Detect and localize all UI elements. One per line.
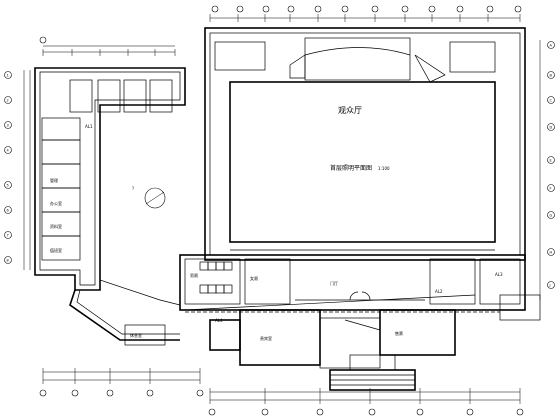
axis-label: 3 <box>7 124 9 128</box>
right-grid-axes <box>539 40 555 300</box>
axis-label: 7 <box>7 234 9 238</box>
room-label: 休息室 <box>130 332 142 338</box>
room-label: 值班室 <box>50 247 62 253</box>
room-labels: 管理 办公室 资料室 值班室 休息室 贵宾室 门厅 售票 男厕 女厕 <box>50 177 403 341</box>
panel-tag: AL1 <box>85 124 93 129</box>
axis-label: E <box>550 159 552 163</box>
left-axis-labels: 1 2 3 4 5 6 7 8 <box>7 74 10 263</box>
axis-label: J <box>549 284 551 288</box>
drawing-scale: 1:100 <box>378 166 390 171</box>
auditorium-block <box>204 27 526 261</box>
panel-tags: AL1 AL2 AL3 AL4 <box>85 124 503 323</box>
room-label: 售票 <box>395 330 403 336</box>
axis-label: 5 <box>7 184 9 188</box>
axis-label: H <box>550 251 553 255</box>
top-dimension-chain <box>209 5 522 22</box>
panel-tag: AL4 <box>215 318 223 323</box>
axis-label: C <box>550 99 553 103</box>
drawing-title: 首层照明平面图 <box>330 164 372 172</box>
panel-tag: AL3 <box>495 272 503 277</box>
lobby-block <box>179 254 541 391</box>
svg-text:?: ? <box>132 186 134 191</box>
axis-label: B <box>550 74 553 78</box>
room-label: 男厕 <box>190 272 198 278</box>
axis-label: D <box>550 126 553 130</box>
room-label: 办公室 <box>50 200 62 206</box>
room-label: 门厅 <box>330 280 338 286</box>
axis-label: F <box>550 187 552 191</box>
axis-label: 1 <box>7 74 9 78</box>
bottom-dimension-chain <box>39 368 524 416</box>
axis-label: 8 <box>7 259 9 263</box>
axis-label: 4 <box>7 149 10 153</box>
axis-label: A <box>550 44 553 48</box>
room-label: 管理 <box>50 177 58 183</box>
axis-label: 2 <box>7 99 9 103</box>
axis-label: G <box>550 214 553 218</box>
right-axis-labels: A B C D E F G H J <box>549 44 553 288</box>
hall-label: 观众厅 <box>338 106 362 115</box>
panel-tag: AL2 <box>435 289 443 294</box>
wiring-runs <box>159 294 500 331</box>
left-grid-axes <box>4 70 31 270</box>
room-label: 资料室 <box>50 223 62 229</box>
north-arrow: ? <box>132 186 166 209</box>
top-left-dimension-chain <box>39 36 176 56</box>
room-label: 女厕 <box>250 275 258 281</box>
room-label: 贵宾室 <box>260 335 272 341</box>
axis-label: 6 <box>7 209 9 213</box>
left-office-wing <box>34 67 186 346</box>
